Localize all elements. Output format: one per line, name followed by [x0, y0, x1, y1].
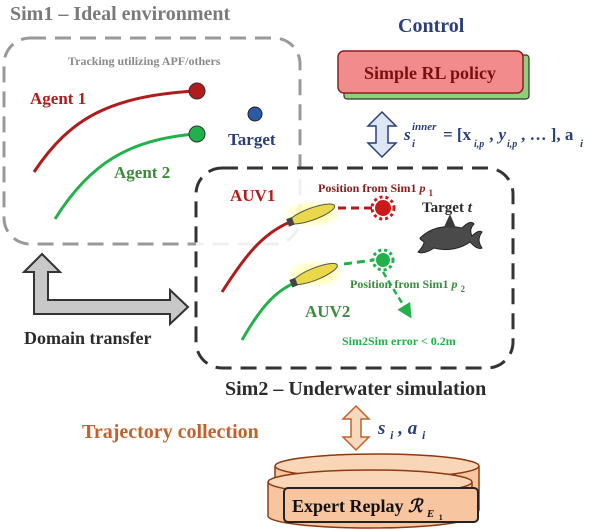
target-marker: [247, 106, 263, 122]
agent1-trajectory: [32, 89, 197, 173]
error-arrow: [381, 271, 412, 319]
sim1-box: [2, 36, 302, 246]
policy-label: Simple RL policy: [364, 63, 496, 83]
target-label: Target: [228, 130, 276, 149]
agent2-label: Agent 2: [114, 163, 170, 182]
trajectory-formula: s i , a i: [377, 418, 426, 444]
domain-transfer-arrow: [21, 252, 190, 327]
auv2-label: AUV2: [305, 302, 350, 321]
state-formula: s i inner = [x i,p , y i,p , … ], a i: [403, 115, 584, 151]
trajectory-double-arrow: [341, 404, 371, 452]
pos1-label: Position from Sim1 p 1: [318, 181, 433, 198]
shark-icon: [417, 214, 483, 254]
auv1-goal-gear-icon: [370, 195, 396, 221]
pos2-label: Position from Sim1 p 2: [350, 277, 465, 294]
agent1-label: Agent 1: [30, 89, 86, 108]
control-title: Control: [398, 15, 465, 37]
sim2-title: Sim2 – Underwater simulation: [225, 378, 486, 400]
auv1-trajectory: [220, 220, 291, 293]
auv2-link-dashed: [343, 258, 375, 266]
replay-label-box: [283, 487, 479, 523]
control-double-arrow: [366, 110, 398, 159]
auv1-label: AUV1: [230, 186, 275, 205]
sim1-title: Sim1 – Ideal environment: [10, 3, 231, 25]
auv1-vehicle-icon: [286, 203, 336, 227]
domain-transfer-label: Domain transfer: [24, 328, 151, 348]
sim1-subtitle: Tracking utilizing APF/others: [68, 54, 221, 68]
auv2-goal-gear-icon: [371, 248, 395, 272]
agent2-trajectory: [53, 132, 197, 220]
auv2-vehicle-icon: [289, 262, 338, 288]
sim2sim-error-label: Sim2Sim error < 0.2m: [342, 334, 456, 348]
target-t-label: Target t: [422, 200, 473, 216]
agent2-marker: [188, 125, 206, 143]
policy-box: [337, 50, 524, 94]
agent1-marker: [188, 82, 206, 100]
trajectory-title: Trajectory collection: [82, 421, 259, 443]
sim2-box: [194, 166, 515, 370]
replay-label: Expert Replay ℛ E 1: [292, 496, 443, 522]
